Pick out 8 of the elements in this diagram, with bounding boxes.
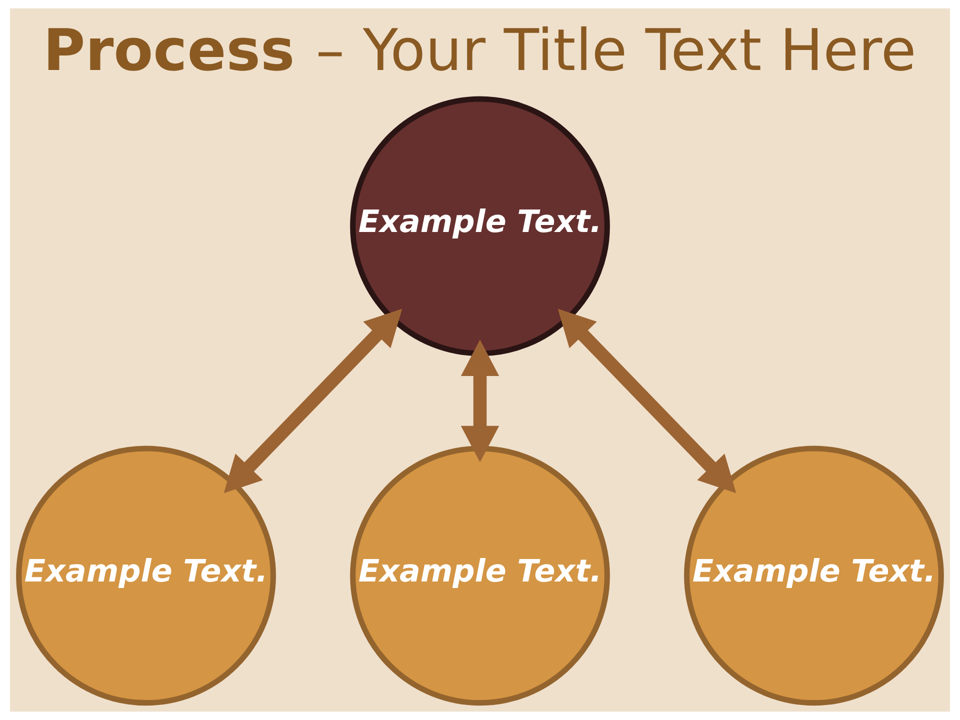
arrow — [224, 308, 402, 494]
node-circle: Example Text. — [350, 446, 610, 706]
arrow — [558, 308, 736, 494]
node-circle: Example Text. — [350, 96, 610, 356]
arrow — [460, 340, 500, 462]
diagram-title: Process – Your Title Text Here — [43, 16, 916, 84]
node-circle: Example Text. — [16, 446, 276, 706]
node-circle: Example Text. — [684, 446, 944, 706]
